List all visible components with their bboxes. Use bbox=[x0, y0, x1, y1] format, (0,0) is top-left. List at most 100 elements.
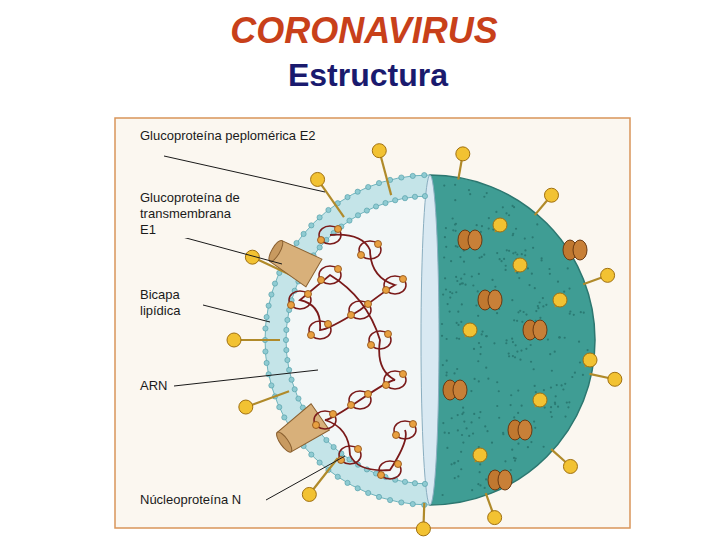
nucleoprotein-bead bbox=[378, 472, 385, 479]
surface-dot bbox=[548, 268, 550, 270]
surface-dot bbox=[459, 256, 461, 258]
surface-dot bbox=[452, 229, 454, 231]
surface-dot bbox=[481, 256, 483, 258]
surface-dot bbox=[517, 412, 519, 414]
lipid-head bbox=[335, 474, 340, 479]
surface-dot bbox=[444, 277, 446, 279]
nucleoprotein-bead bbox=[330, 411, 337, 418]
surface-dot bbox=[477, 360, 479, 362]
surface-dot bbox=[568, 287, 570, 289]
surface-dot bbox=[461, 434, 463, 436]
surface-dot bbox=[463, 261, 465, 263]
spike-head bbox=[239, 400, 253, 414]
nucleoprotein-bead bbox=[365, 391, 372, 398]
lipid-head bbox=[264, 360, 269, 365]
surface-dot bbox=[533, 368, 535, 370]
surface-dot bbox=[454, 477, 456, 479]
surface-dot bbox=[463, 273, 465, 275]
lipid-head bbox=[366, 184, 371, 189]
surface-dot bbox=[564, 337, 566, 339]
surface-dot bbox=[443, 184, 445, 186]
surface-dot bbox=[477, 290, 479, 292]
surface-dot bbox=[508, 352, 510, 354]
surface-dot bbox=[464, 284, 466, 286]
surface-dot bbox=[579, 361, 581, 363]
surface-dot bbox=[453, 462, 455, 464]
surface-dot bbox=[521, 405, 523, 407]
surface-dot bbox=[462, 407, 464, 409]
surface-dot bbox=[494, 286, 496, 288]
surface-dot bbox=[516, 320, 518, 322]
surface-dot bbox=[514, 356, 516, 358]
leader-line bbox=[203, 305, 270, 322]
surface-dot bbox=[478, 342, 480, 344]
surface-dot bbox=[445, 227, 447, 229]
surface-dot bbox=[512, 234, 514, 236]
leader-line bbox=[266, 456, 345, 500]
nucleoprotein-bead bbox=[365, 301, 372, 308]
rna-strand bbox=[300, 235, 406, 471]
surface-dot bbox=[456, 337, 458, 339]
lipid-head bbox=[412, 481, 417, 486]
nucleoprotein-bead bbox=[313, 422, 320, 429]
surface-dot bbox=[568, 401, 570, 403]
surface-dot bbox=[514, 460, 516, 462]
lipid-head bbox=[266, 303, 271, 308]
surface-dot bbox=[554, 351, 556, 353]
surface-dot bbox=[457, 414, 459, 416]
surface-dot bbox=[503, 258, 505, 260]
nucleoprotein-bead bbox=[375, 241, 382, 248]
surface-dot bbox=[480, 346, 482, 348]
surface-dot bbox=[508, 214, 510, 216]
surface-dot bbox=[569, 313, 571, 315]
surface-dot bbox=[511, 205, 513, 207]
surface-dot bbox=[496, 252, 498, 254]
surface-dot bbox=[446, 371, 448, 373]
lipid-head bbox=[289, 377, 294, 382]
nucleoprotein-bead bbox=[368, 342, 375, 349]
surface-dot bbox=[441, 335, 443, 337]
surface-dot bbox=[527, 446, 529, 448]
part-label: Núcleoproteína N bbox=[140, 492, 241, 508]
surface-dot bbox=[549, 353, 551, 355]
surface-dot bbox=[511, 338, 513, 340]
surface-dot bbox=[487, 378, 489, 380]
surface-dot bbox=[486, 192, 488, 194]
surface-dot bbox=[442, 422, 444, 424]
spike-head bbox=[227, 333, 241, 347]
surface-dot bbox=[455, 230, 457, 232]
surface-dot bbox=[468, 189, 470, 191]
surface-dot bbox=[547, 339, 549, 341]
lipid-head bbox=[294, 240, 299, 245]
surface-dot bbox=[527, 267, 529, 269]
surface-dot bbox=[549, 273, 551, 275]
surface-dot bbox=[535, 391, 537, 393]
surface-dot bbox=[458, 338, 460, 340]
nucleoprotein-bead bbox=[325, 321, 332, 328]
surface-dot bbox=[559, 336, 561, 338]
part-label: Glucoproteína de transmembrana E1 bbox=[140, 190, 250, 238]
surface-dot bbox=[493, 342, 495, 344]
surface-dot bbox=[569, 310, 571, 312]
surface-dot bbox=[567, 406, 569, 408]
surface-dot bbox=[550, 411, 552, 413]
surface-dot bbox=[566, 401, 568, 403]
surface-dot bbox=[457, 311, 459, 313]
surface-dot bbox=[460, 451, 462, 453]
surface-dot bbox=[516, 253, 518, 255]
nucleoprotein-bead bbox=[308, 332, 315, 339]
lipid-head bbox=[402, 479, 407, 484]
surface-dot bbox=[484, 425, 486, 427]
surface-dot bbox=[455, 223, 457, 225]
surface-dot bbox=[473, 378, 475, 380]
part-label: Bicapa lipídica bbox=[140, 287, 200, 319]
cut-face bbox=[421, 175, 439, 505]
surface-dot bbox=[479, 411, 481, 413]
membrane-protein bbox=[533, 320, 547, 340]
surface-dot bbox=[551, 416, 553, 418]
surface-dot bbox=[460, 278, 462, 280]
lipid-head bbox=[317, 460, 322, 465]
nucleoprotein-bead bbox=[400, 276, 407, 283]
surface-dot bbox=[540, 259, 542, 261]
surface-dot bbox=[515, 344, 517, 346]
